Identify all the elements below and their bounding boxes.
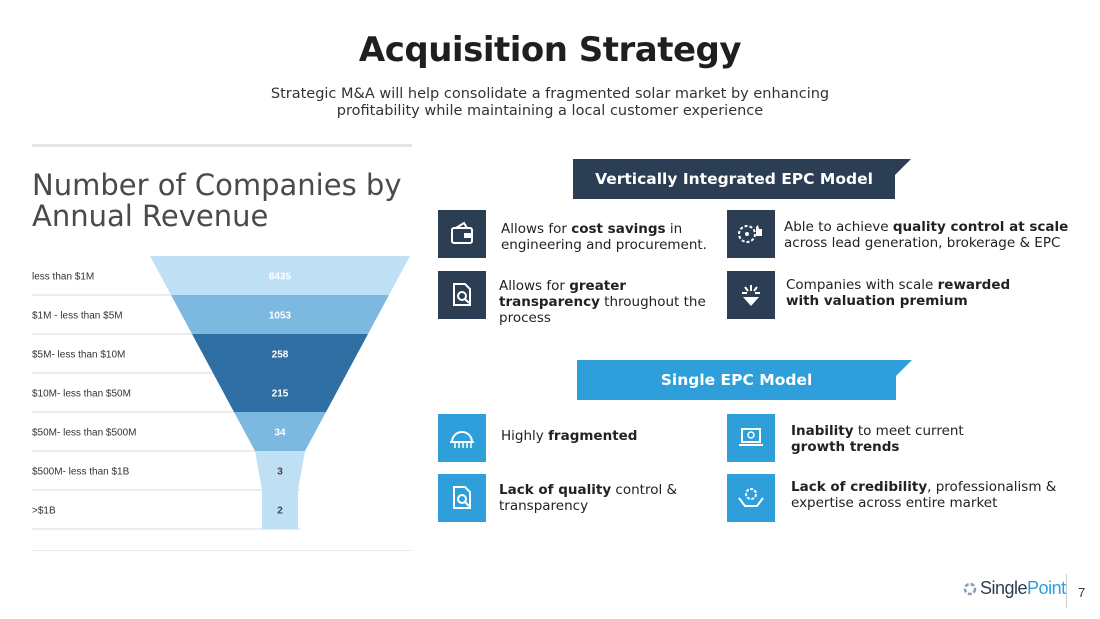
banner-fold [894, 360, 912, 378]
single-epc-banner: Single EPC Model [577, 360, 896, 400]
wallet-icon [438, 210, 486, 258]
single-item-3: Lack of quality control & transparency [499, 482, 678, 514]
value-label: 258 [272, 350, 289, 361]
category-label: $1M - less than $5M [32, 311, 123, 322]
banner-fold [893, 159, 911, 177]
value-label: 215 [272, 389, 289, 400]
quality-thumbs-up-icon [727, 210, 775, 258]
funnel-segment [255, 451, 305, 490]
vertical-item-3: Allows for greater transparency througho… [499, 278, 706, 326]
value-label: 3 [277, 467, 283, 478]
vertical-item-2: Able to achieve quality control at scale… [784, 219, 1069, 251]
category-label: >$1B [32, 506, 56, 517]
funnel-segment [262, 490, 298, 529]
funnel-segment [213, 373, 347, 412]
slide-title: Acquisition Strategy [358, 30, 742, 70]
logo-mark-icon [963, 582, 977, 595]
category-label: $10M- less than $50M [32, 389, 131, 400]
category-label: $500M- less than $1B [32, 467, 130, 478]
single-item-1: Highly fragmented [501, 428, 638, 444]
funnel-segment [171, 295, 389, 334]
funnel-segment [192, 334, 368, 373]
category-label: $50M- less than $500M [32, 428, 137, 439]
single-item-2: Inability to meet current growth trends [791, 423, 964, 455]
slide-subtitle: Strategic M&A will help consolidate a fr… [270, 86, 830, 119]
document-search-icon [438, 271, 486, 319]
vertical-epc-banner: Vertically Integrated EPC Model [573, 159, 895, 199]
value-label: 8435 [269, 272, 292, 283]
chart-bottom-divider [32, 550, 412, 551]
chart-top-divider [32, 144, 412, 147]
category-label: $5M- less than $10M [32, 350, 125, 361]
document-search-icon [438, 474, 486, 522]
singlepoint-logo: SinglePoint [963, 578, 1066, 599]
funnel-segment [234, 412, 326, 451]
value-label: 1053 [269, 311, 292, 322]
value-label: 2 [277, 506, 283, 517]
hands-gear-icon [727, 474, 775, 522]
vertical-item-4: Companies with scale rewarded with valua… [786, 277, 1011, 309]
chart-title: Number of Companies by Annual Revenue [32, 168, 402, 233]
fragmented-globe-icon [438, 414, 486, 462]
vertical-item-1: Allows for cost savings in engineering a… [501, 221, 707, 253]
funnel-segment [150, 256, 410, 295]
footer-separator [1066, 574, 1067, 608]
page-number: 7 [1078, 585, 1086, 600]
single-item-4: Lack of credibility, professionalism & e… [791, 479, 1057, 511]
value-label: 34 [274, 428, 286, 439]
laptop-growth-icon [727, 414, 775, 462]
growth-sparkle-icon [727, 271, 775, 319]
category-label: less than $1M [32, 272, 94, 283]
